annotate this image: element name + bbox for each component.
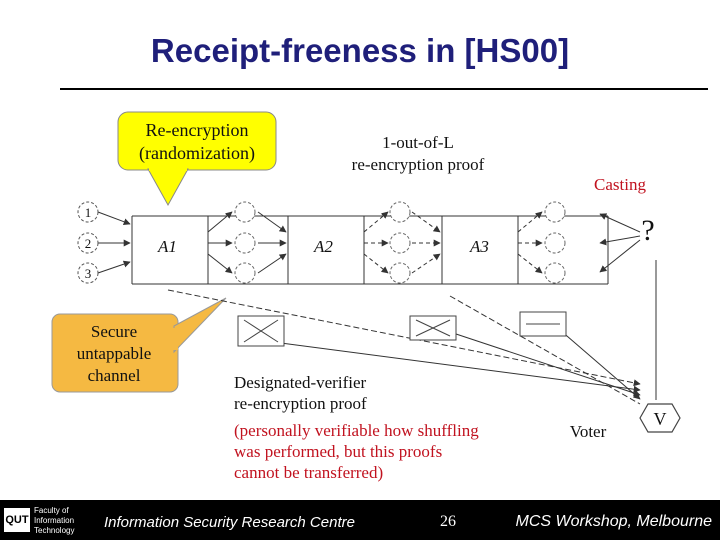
casting-label: Casting	[594, 175, 646, 194]
proof-icons	[237, 311, 567, 347]
input-node-2	[77, 232, 99, 254]
faculty-text: Faculty of Information Technology	[34, 506, 75, 535]
svg-text:V: V	[654, 409, 667, 429]
designated-proof-text: Designated-verifier re-encryption proof	[234, 373, 367, 413]
mixnet-edges	[97, 211, 657, 405]
svg-text:untappable: untappable	[77, 344, 152, 363]
callout-line-2: (randomization)	[139, 143, 255, 164]
svg-text:channel: channel	[88, 366, 141, 385]
authority-a3: A3	[469, 237, 489, 256]
input-node-1	[77, 201, 99, 223]
designated-proof-note: (personally verifiable how shuffling was…	[234, 421, 479, 482]
title-divider	[60, 88, 708, 90]
qut-logo: QUT	[4, 508, 30, 532]
svg-text:2: 2	[85, 236, 92, 251]
slide-title: Receipt-freeness in [HS00]	[150, 32, 570, 69]
proof-label-1: 1-out-of-L	[382, 133, 454, 152]
question-mark: ?	[641, 214, 654, 247]
proof-label-2: re-encryption proof	[352, 155, 485, 174]
intermediate-nodes	[234, 201, 566, 284]
reencryption-callout: Re-encryption (randomization)	[117, 111, 277, 207]
mixnet-diagram: Re-encryption (randomization) Secure unt…	[51, 111, 681, 441]
voter-node: V	[639, 403, 681, 433]
footer-left: Information Security Research Centre	[104, 514, 355, 531]
page-number: 26	[440, 513, 456, 530]
secure-channel-callout: Secure untappable channel	[51, 297, 227, 393]
authority-a1: A1	[157, 237, 177, 256]
svg-text:1: 1	[85, 205, 92, 220]
input-nodes: 1 2 3	[77, 201, 99, 284]
svg-text:3: 3	[85, 266, 92, 281]
footer-right: MCS Workshop, Melbourne	[515, 513, 712, 530]
footer-bar: QUT Faculty of Information Technology In…	[0, 500, 720, 540]
callout-line-1: Re-encryption	[146, 120, 249, 140]
authority-a2: A2	[313, 237, 333, 256]
voter-label: Voter	[570, 422, 607, 441]
input-node-3	[77, 262, 99, 284]
svg-text:Secure: Secure	[91, 322, 137, 341]
